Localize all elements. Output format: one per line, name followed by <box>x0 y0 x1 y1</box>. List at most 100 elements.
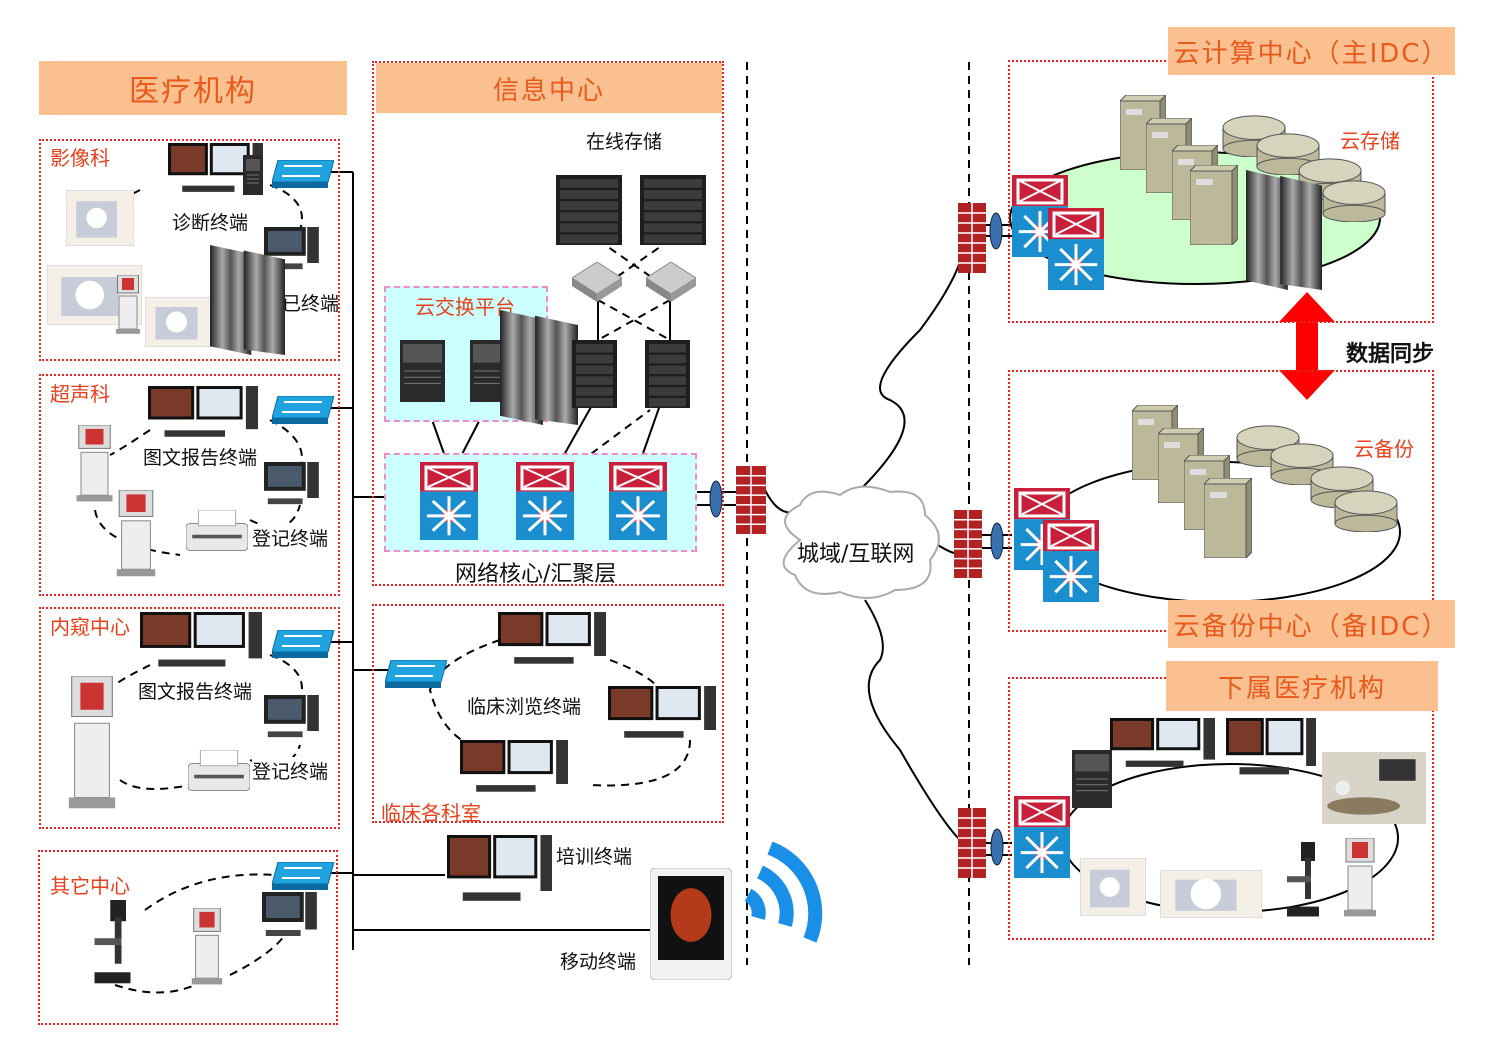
header-primary-idc: 云计算中心（主IDC） <box>1168 27 1455 75</box>
core-switch-icon <box>1048 208 1104 294</box>
label-registration-terminal: 登记终端 <box>252 524 329 551</box>
imaging-device-icon <box>65 189 135 250</box>
pc-tower-icon <box>243 155 263 199</box>
header-info-center: 信息中心 <box>376 63 722 113</box>
sync-arrow-icon <box>1279 292 1335 400</box>
label-diagnosis-terminal: 诊断终端 <box>172 212 249 234</box>
workstation-icon <box>262 693 320 745</box>
storage-server-icon <box>640 175 706 249</box>
microscope-icon <box>1283 842 1323 922</box>
section-ultrasound <box>39 374 340 596</box>
workstation-icon <box>1110 718 1215 774</box>
endoscope-device-icon <box>63 675 121 815</box>
router-port-icon <box>990 522 1004 564</box>
workstation-icon <box>1226 718 1316 782</box>
wifi-icon <box>744 841 823 943</box>
clinical-workstation-icon <box>460 740 568 799</box>
server-icon <box>1072 750 1112 812</box>
router-port-icon <box>709 480 723 522</box>
label-report-terminal: 图文报告终端 <box>143 443 258 470</box>
xray-film-icon <box>500 310 578 429</box>
core-switch-icon <box>1043 520 1099 606</box>
label-mobile-terminal: 移动终端 <box>560 951 637 973</box>
ultrasound-device-icon <box>72 424 117 507</box>
header-sub-institution: 下属医疗机构 <box>1166 661 1438 711</box>
label-cloud-storage: 云存储 <box>1340 129 1400 153</box>
storage-disk-icon <box>1256 133 1320 179</box>
training-workstation-icon <box>447 835 552 909</box>
report-workstation-icon <box>140 612 262 674</box>
server-icon <box>400 340 445 406</box>
section-endoscopy <box>39 607 340 829</box>
ct-scanner-icon <box>144 296 216 351</box>
printer-icon <box>185 509 249 559</box>
storage-disk-icon <box>1322 180 1386 226</box>
firewall-icon <box>958 203 986 277</box>
label-clinical-terminal: 临床浏览终端 <box>467 696 582 718</box>
workstation-icon <box>262 460 320 512</box>
clinical-box <box>372 604 724 823</box>
core-switch-icon <box>516 462 574 544</box>
switch-icon <box>271 159 335 192</box>
label-online-storage: 在线存储 <box>586 131 663 153</box>
section-other <box>38 850 338 1025</box>
analyzer-device-icon <box>1340 837 1380 922</box>
server-icon <box>572 340 617 412</box>
section-imaging-label: 影像科 <box>50 146 110 170</box>
label-report-terminal: 图文报告终端 <box>138 677 253 704</box>
firewall-icon <box>958 808 986 882</box>
label-internet: 城域/互联网 <box>797 542 915 567</box>
label-core-layer: 网络核心/汇聚层 <box>455 562 617 587</box>
analyzer-device-icon <box>188 907 226 990</box>
router-port-icon <box>989 212 1003 254</box>
switch-icon <box>271 395 335 428</box>
ct-scanner-icon <box>1159 869 1263 922</box>
meeting-photo-icon <box>1322 752 1426 828</box>
section-imaging <box>39 139 340 361</box>
switch-icon <box>271 629 335 662</box>
core-switch-icon <box>609 462 667 544</box>
firewall-icon <box>736 466 766 538</box>
storage-disk-icon <box>1334 490 1398 536</box>
label-registration-terminal-partial: 已终端 <box>282 293 340 315</box>
section-endoscopy-label: 内窥中心 <box>50 615 130 639</box>
printer-icon <box>187 749 251 799</box>
imaging-device-icon <box>1079 857 1147 920</box>
xray-machine-icon <box>113 274 143 339</box>
server-cabinet-icon <box>1188 163 1240 249</box>
clinical-workstation-icon <box>498 612 606 671</box>
tablet-icon <box>649 867 733 984</box>
xray-film-icon <box>1246 170 1322 294</box>
router-icon <box>571 261 623 306</box>
router-icon <box>645 261 697 306</box>
core-switch-icon <box>1014 796 1070 882</box>
workstation-icon <box>260 890 318 944</box>
storage-server-icon <box>556 175 622 249</box>
workstation-icon <box>262 225 320 277</box>
server-cabinet-icon <box>1202 476 1254 562</box>
server-icon <box>645 340 690 412</box>
label-training-terminal: 培训终端 <box>556 846 633 868</box>
ultrasound-device-icon <box>112 489 160 582</box>
router-port-icon <box>990 828 1004 870</box>
info-center-box <box>372 61 724 586</box>
section-other-label: 其它中心 <box>50 874 130 898</box>
section-ultrasound-label: 超声科 <box>50 382 110 406</box>
label-data-sync: 数据同步 <box>1346 342 1435 367</box>
label-cloud-backup: 云备份 <box>1354 437 1414 461</box>
microscope-icon <box>90 900 135 989</box>
report-workstation-icon <box>148 386 258 444</box>
switch-icon <box>271 861 335 894</box>
xray-film-icon <box>210 245 285 359</box>
exchange-platform-label: 云交换平台 <box>415 295 515 319</box>
switch-icon <box>384 659 448 692</box>
header-medical-institution: 医疗机构 <box>39 61 347 115</box>
core-switch-icon <box>420 462 478 544</box>
clinical-workstation-icon <box>608 686 716 745</box>
firewall-icon <box>954 510 982 582</box>
clinical-label: 临床各科室 <box>381 801 481 825</box>
header-backup-idc: 云备份中心（备IDC） <box>1168 600 1455 648</box>
label-registration-terminal: 登记终端 <box>252 757 329 784</box>
internet-cloud-icon <box>782 485 940 599</box>
